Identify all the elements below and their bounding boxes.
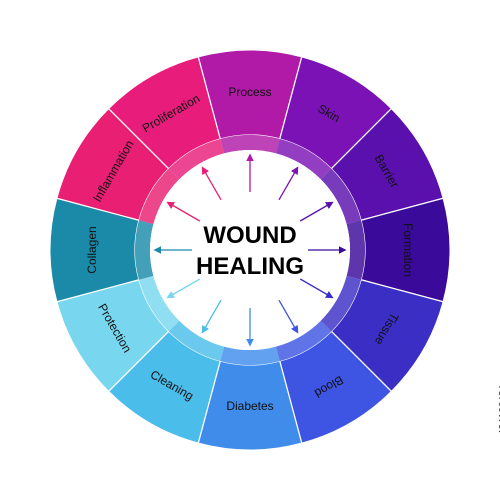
- arrow-barrier: [299, 201, 334, 222]
- arrow-inflammation: [166, 201, 201, 222]
- segment-label-process: Process: [228, 85, 271, 99]
- ring-segment-inflammation: [138, 168, 180, 225]
- arrows-group: [153, 153, 347, 347]
- segment-label-diabetes: Diabetes: [226, 399, 273, 413]
- ring-segment-collagen: [135, 220, 154, 280]
- ring-segment-process: [220, 135, 280, 154]
- arrow-proliferation: [201, 166, 222, 201]
- ring-segment-proliferation: [168, 138, 225, 180]
- ring-segment-tissue: [320, 275, 362, 332]
- ring-segment-diabetes: [220, 346, 280, 365]
- ring-segment-skin: [275, 138, 332, 180]
- ring-segment-formation: [346, 220, 365, 280]
- arrow-tissue: [299, 278, 334, 299]
- center-title-line1: WOUND: [203, 222, 296, 249]
- center-circle: [150, 150, 350, 350]
- ring-segment-protection: [138, 275, 180, 332]
- arrow-blood: [278, 299, 299, 334]
- arrow-protection: [166, 278, 201, 299]
- arrow-skin: [278, 166, 299, 201]
- segments-ring: [49, 49, 451, 451]
- ring-segment-cleaning: [168, 320, 225, 362]
- ring-segment-blood: [275, 320, 332, 362]
- segment-label-collagen: Collagen: [85, 226, 99, 273]
- ring-segment-barrier: [320, 168, 362, 225]
- segment-label-formation: Formation: [401, 223, 415, 277]
- arrow-cleaning: [201, 299, 222, 334]
- center-title-line2: HEALING: [196, 253, 304, 280]
- inner-ring: [135, 135, 365, 365]
